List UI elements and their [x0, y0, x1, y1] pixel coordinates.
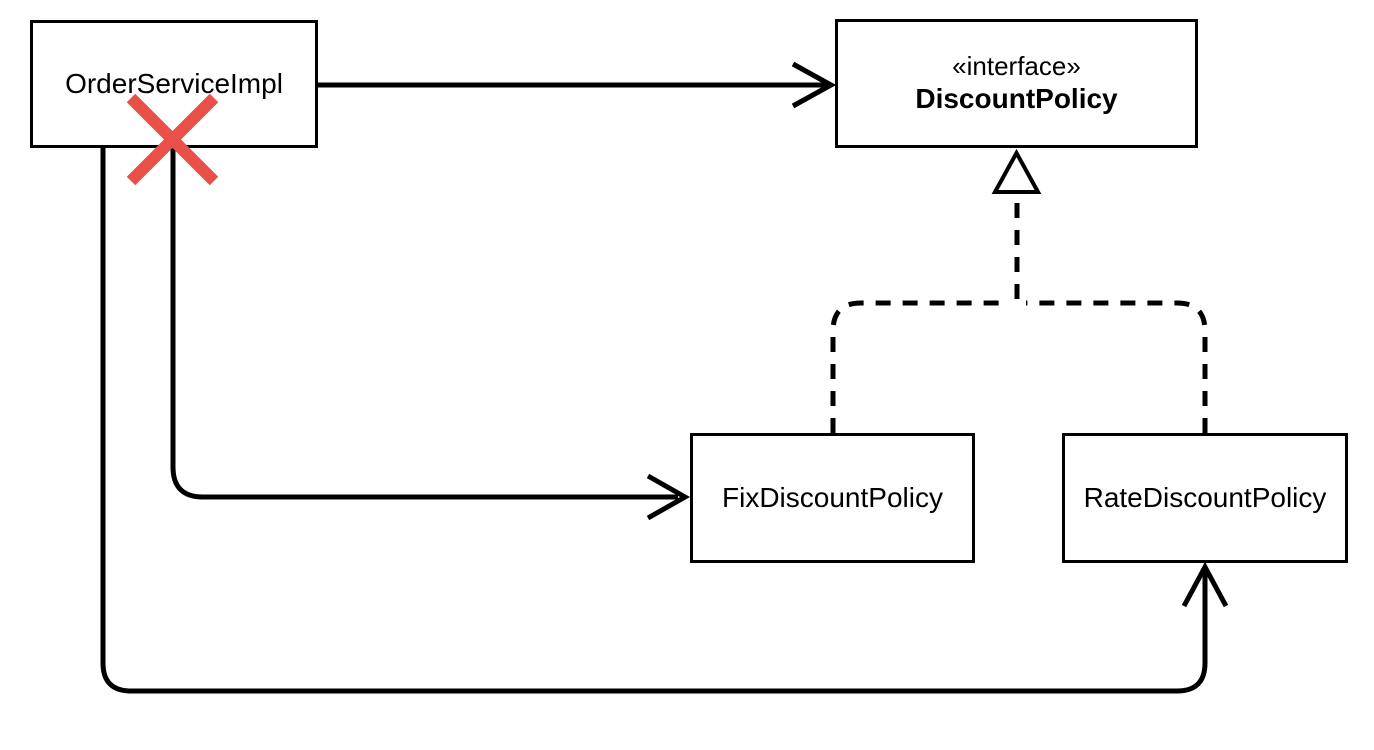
hollow-triangle-arrowhead-icon	[991, 148, 1042, 194]
interface-stereotype: «interface»	[952, 51, 1081, 82]
class-name-rate-discount-policy: RateDiscountPolicy	[1083, 482, 1327, 514]
class-box-fix-discount-policy: FixDiscountPolicy	[690, 433, 975, 563]
dependency-arrow-order-to-fix-discount-policy	[170, 148, 691, 521]
class-name-fix-discount-policy: FixDiscountPolicy	[722, 482, 943, 514]
class-name-order-service-impl: OrderServiceImpl	[65, 68, 283, 100]
interface-name-discount-policy: DiscountPolicy	[915, 83, 1118, 115]
dependency-arrow-order-to-discount-policy	[318, 61, 837, 109]
open-arrowhead-icon	[646, 473, 691, 521]
realization-line-rate-discount-policy	[1026, 300, 1208, 433]
class-box-rate-discount-policy: RateDiscountPolicy	[1062, 433, 1348, 563]
realization-line-fix-discount-policy	[830, 300, 1008, 433]
open-arrowhead-icon	[791, 61, 837, 109]
class-box-order-service-impl: OrderServiceImpl	[30, 20, 318, 148]
interface-box-discount-policy: «interface» DiscountPolicy	[835, 19, 1198, 148]
open-arrowhead-icon	[1181, 561, 1229, 608]
dependency-arrow-order-to-rate-discount-policy	[100, 148, 1229, 694]
